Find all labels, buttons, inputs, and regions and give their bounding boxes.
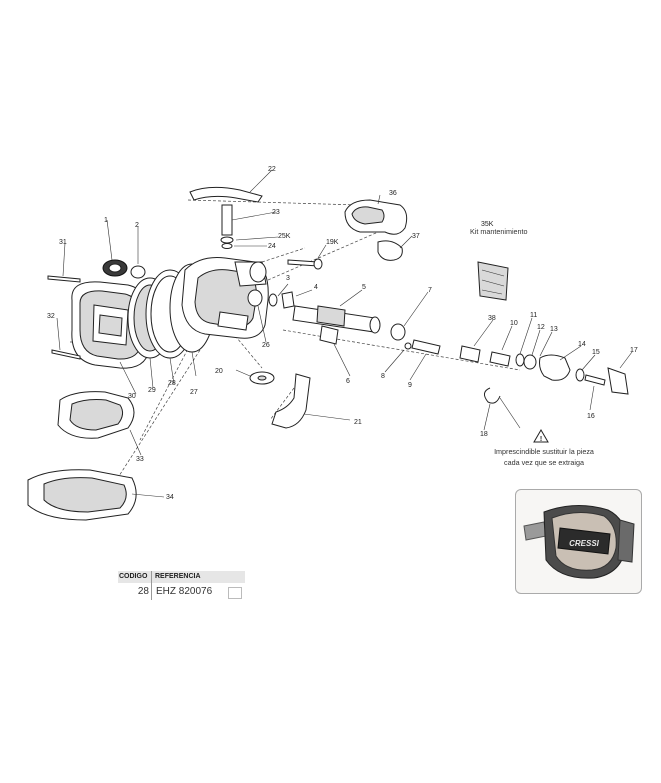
label-16: 16 <box>587 413 595 420</box>
second-stage-body <box>181 186 269 339</box>
label-9: 9 <box>408 382 412 389</box>
label-37: 37 <box>412 233 420 240</box>
code-value: 28 <box>137 586 149 597</box>
header-code: CODIGO <box>118 571 152 583</box>
svg-text:!: ! <box>540 436 542 443</box>
label-32: 32 <box>47 313 55 320</box>
parts-table: CODIGO REFERENCIA 28 EHZ 820076 <box>118 571 245 602</box>
front-cover-assembly <box>47 259 215 369</box>
kit-bag <box>477 261 509 301</box>
brand-text: CRESSI <box>569 539 600 548</box>
label-27: 27 <box>190 389 198 396</box>
label-10: 10 <box>510 320 518 327</box>
label-36: 36 <box>389 190 397 197</box>
label-21: 21 <box>354 419 362 426</box>
warning-line-2: cada vez que se extraiga <box>504 458 584 467</box>
label-8: 8 <box>381 373 385 380</box>
label-24: 24 <box>268 243 276 250</box>
label-29: 29 <box>148 387 156 394</box>
label-34: 34 <box>166 494 174 501</box>
kit-title: Kit mantenimiento <box>470 227 528 236</box>
label-3: 3 <box>286 275 290 282</box>
regulator-image: CRESSI <box>523 504 635 579</box>
label-28: 28 <box>168 380 176 387</box>
label-2: 2 <box>135 222 139 229</box>
label-4: 4 <box>314 284 318 291</box>
table-checkbox <box>228 587 242 599</box>
valve-train <box>268 291 629 404</box>
mouthpiece-parts <box>287 199 408 270</box>
label-18: 18 <box>480 431 488 438</box>
label-33: 33 <box>136 456 144 463</box>
label-11: 11 <box>530 312 537 319</box>
table-divider <box>151 571 152 600</box>
label-15: 15 <box>592 349 600 356</box>
product-photo: CRESSI <box>515 489 642 594</box>
lower-parts <box>27 371 311 521</box>
label-20: 20 <box>215 368 223 375</box>
warning-line-1: Imprescindible sustituir la pieza <box>494 447 594 456</box>
label-30: 30 <box>128 393 136 400</box>
header-reference: REFERENCIA <box>152 571 245 583</box>
label-13: 13 <box>550 326 558 333</box>
label-25k: 25K <box>278 233 291 240</box>
label-14: 14 <box>578 341 586 348</box>
label-31: 31 <box>59 239 67 246</box>
leader-lines <box>56 169 633 498</box>
label-6: 6 <box>346 378 350 385</box>
label-35k: 35K <box>481 221 494 228</box>
label-26: 26 <box>262 342 270 349</box>
warning-icon: ! <box>533 429 549 443</box>
label-38: 38 <box>488 315 496 322</box>
label-17: 17 <box>630 347 638 354</box>
label-22: 22 <box>268 166 276 173</box>
label-5: 5 <box>362 284 366 291</box>
label-19k: 19K <box>326 239 339 246</box>
part-labels: 1 2 3 4 5 6 7 8 9 10 11 12 13 14 15 16 1… <box>47 166 638 501</box>
label-1: 1 <box>104 217 108 224</box>
label-7: 7 <box>428 287 432 294</box>
reference-value: EHZ 820076 <box>156 586 213 597</box>
label-12: 12 <box>537 324 545 331</box>
label-23: 23 <box>272 209 280 216</box>
